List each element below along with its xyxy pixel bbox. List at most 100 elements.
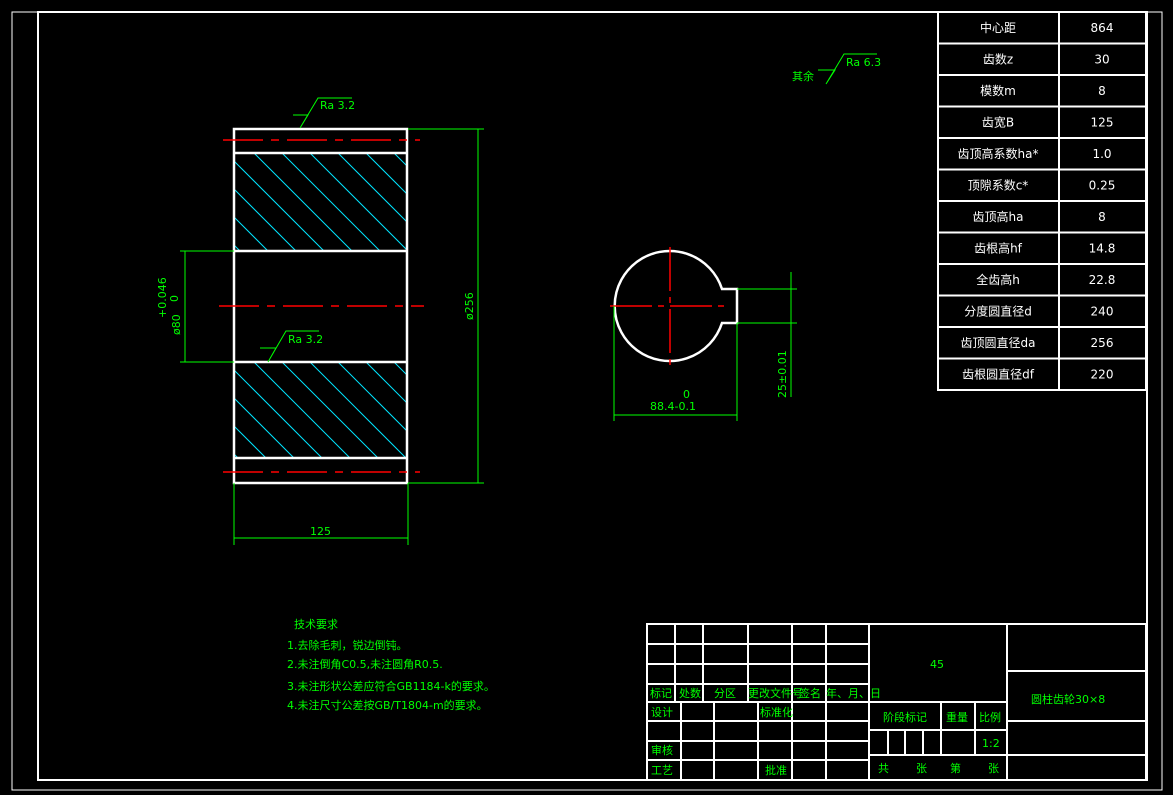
param-value: 0.25 bbox=[1089, 179, 1116, 193]
dim-bore: ø80 +0.046 0 bbox=[156, 250, 234, 363]
tech-req-item: 4.未注尺寸公差按GB/T1804-m的要求。 bbox=[287, 698, 488, 712]
param-label: 齿宽B bbox=[982, 115, 1014, 130]
bore-with-keyway bbox=[613, 249, 739, 363]
roughness-symbol-top: Ra 3.2 bbox=[293, 97, 355, 129]
hatch-line bbox=[393, 152, 408, 167]
scale-value: 1:2 bbox=[982, 737, 1000, 750]
roughness-top-text: Ra 3.2 bbox=[320, 99, 355, 112]
dim-keyway-width: 25±0.01 bbox=[737, 272, 797, 398]
hatch-line bbox=[309, 152, 408, 251]
part-name: 圆柱齿轮30×8 bbox=[1031, 692, 1105, 706]
review-label: 审核 bbox=[651, 743, 673, 757]
param-value-cell bbox=[1058, 357, 1147, 391]
dim-outer-diameter: ø256 bbox=[408, 128, 484, 484]
dim-width: 125 bbox=[233, 483, 409, 545]
roughness-other-text: Ra 6.3 bbox=[846, 56, 881, 69]
hatch-line bbox=[253, 152, 353, 252]
rev-header: 标记 bbox=[650, 686, 672, 700]
process-label: 工艺 bbox=[651, 764, 673, 777]
param-value: 864 bbox=[1091, 21, 1114, 35]
rev-header: 分区 bbox=[714, 687, 736, 700]
stage-mark-label: 阶段标记 bbox=[883, 710, 927, 724]
hatch-line bbox=[281, 361, 379, 459]
param-value: 1.0 bbox=[1092, 147, 1111, 161]
standardize-label: 标准化 bbox=[760, 705, 793, 719]
roughness-bore-text: Ra 3.2 bbox=[288, 333, 323, 346]
hatch-line bbox=[309, 361, 407, 459]
material-text: 45 bbox=[930, 658, 944, 671]
param-value: 125 bbox=[1091, 116, 1114, 130]
param-label: 中心距 bbox=[980, 20, 1016, 35]
tech-req-item: 1.去除毛刺，锐边倒钝。 bbox=[287, 638, 408, 652]
param-label: 顶隙系数c* bbox=[968, 178, 1029, 193]
sheet-unit-label: 张 bbox=[988, 762, 999, 775]
tech-req-item: 3.未注形状公差应符合GB1184-k的要求。 bbox=[287, 679, 495, 693]
param-label: 齿顶圆直径da bbox=[961, 336, 1036, 350]
param-label: 模数m bbox=[980, 83, 1016, 98]
dim-bore-tol-lower: 0 bbox=[168, 295, 181, 302]
param-value: 256 bbox=[1091, 336, 1114, 350]
hatch-line bbox=[233, 160, 325, 252]
param-row: 齿根高hf 14.8 bbox=[937, 231, 1147, 265]
title-block-text: 标记 处数 分区 更改文件号 签名 年、月、日 设计 标准化 审核 工艺 批准 … bbox=[650, 658, 1105, 777]
rev-header: 签名 bbox=[799, 686, 821, 700]
roughness-symbol-bore: Ra 3.2 bbox=[260, 330, 323, 363]
param-value: 8 bbox=[1098, 210, 1106, 224]
hatch-line bbox=[365, 361, 408, 404]
technical-requirements: 技术要求 1.去除毛刺，锐边倒钝。 2.未注倒角C0.5,未注圆角R0.5. 3… bbox=[287, 618, 495, 712]
param-row: 齿顶圆直径da 256 bbox=[937, 326, 1147, 360]
param-label: 齿顶高ha bbox=[973, 209, 1024, 224]
hatch-line bbox=[365, 152, 408, 195]
title-block bbox=[646, 623, 1147, 781]
dim-bore-tol-upper: +0.046 bbox=[156, 277, 169, 318]
weight-label: 重量 bbox=[946, 710, 968, 724]
param-row: 全齿高h 22.8 bbox=[937, 263, 1147, 297]
approve-label: 批准 bbox=[765, 763, 787, 777]
dim-keyway-depth-upper: 0 bbox=[683, 388, 690, 401]
hatch-line bbox=[393, 361, 408, 376]
section-view: ø256 ø80 +0.046 0 125 Ra 3.2 Ra 3.2 bbox=[156, 97, 484, 545]
roughness-other-label: 其余 bbox=[792, 69, 814, 83]
hatch-line bbox=[233, 369, 323, 459]
param-row: 齿顶高系数ha* 1.0 bbox=[937, 137, 1147, 171]
hatch-line bbox=[337, 152, 408, 223]
param-value: 22.8 bbox=[1089, 273, 1116, 287]
param-row: 中心距 864 bbox=[937, 11, 1147, 45]
sheet-unit-label: 张 bbox=[916, 762, 927, 775]
param-label: 全齿高h bbox=[976, 272, 1020, 287]
sheet-no-label: 第 bbox=[950, 761, 961, 775]
scale-label: 比例 bbox=[979, 710, 1001, 724]
param-row: 齿根圆直径df 220 bbox=[937, 357, 1147, 391]
dim-bore-text: ø80 bbox=[170, 314, 183, 335]
param-value: 14.8 bbox=[1089, 242, 1116, 256]
param-label: 齿根圆直径df bbox=[962, 368, 1035, 382]
drawing-frame bbox=[37, 11, 1148, 781]
param-value: 220 bbox=[1091, 368, 1114, 382]
rev-header: 更改文件号 bbox=[748, 686, 803, 700]
dim-width-text: 125 bbox=[310, 525, 331, 538]
param-label: 齿数z bbox=[983, 52, 1013, 67]
hatch-lower bbox=[233, 361, 408, 459]
param-value: 240 bbox=[1091, 305, 1114, 319]
end-view: 25±0.01 88.4-0.1 0 其余 Ra 6.3 bbox=[610, 53, 881, 421]
sheet-total-label: 共 bbox=[878, 762, 889, 775]
param-row: 齿宽B 125 bbox=[937, 105, 1147, 139]
dim-keyway-depth-text: 88.4-0.1 bbox=[650, 400, 696, 413]
tech-req-title: 技术要求 bbox=[294, 618, 338, 631]
hatch-line bbox=[233, 188, 297, 252]
dim-keyway-width-text: 25±0.01 bbox=[776, 350, 789, 398]
param-label: 齿根高hf bbox=[974, 241, 1023, 256]
param-row: 顶隙系数c* 0.25 bbox=[937, 168, 1147, 202]
roughness-symbol-other: 其余 Ra 6.3 bbox=[792, 53, 881, 85]
hatch-line bbox=[281, 152, 381, 252]
param-row: 齿顶高ha 8 bbox=[937, 200, 1147, 234]
param-label: 齿顶高系数ha* bbox=[958, 146, 1039, 161]
rev-header: 年、月、日 bbox=[826, 686, 881, 700]
design-label: 设计 bbox=[651, 706, 673, 719]
hatch-line bbox=[233, 216, 269, 252]
dim-outer-diameter-text: ø256 bbox=[463, 292, 476, 320]
